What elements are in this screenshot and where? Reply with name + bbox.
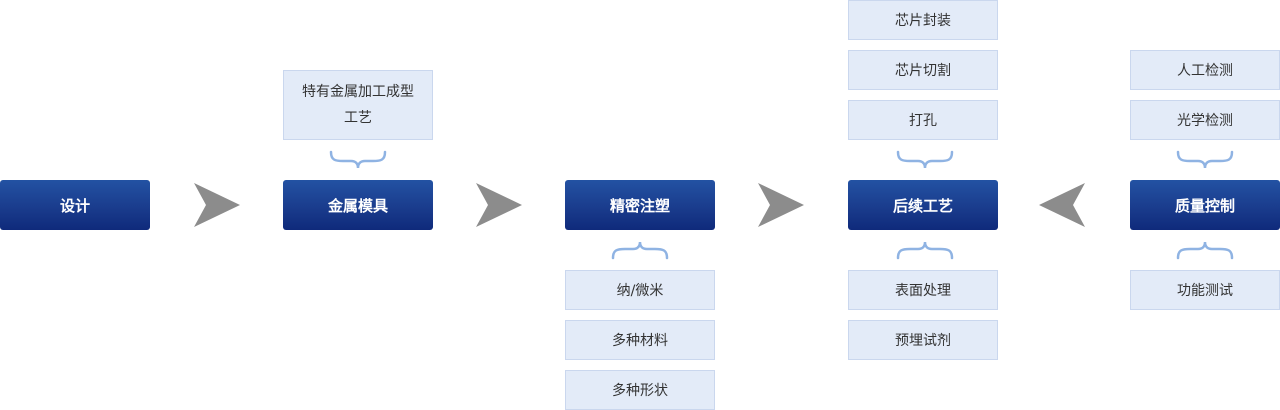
- quality-note: 功能测试: [1130, 270, 1280, 310]
- brace-up-icon: [611, 241, 669, 260]
- step-precision-molding: 精密注塑: [565, 180, 715, 230]
- mold-note: 特有金属加工成型工艺: [283, 70, 433, 140]
- step-quality-control: 质量控制: [1130, 180, 1280, 230]
- left-arrow-icon: [1039, 183, 1085, 227]
- post-note: 表面处理: [848, 270, 998, 310]
- quality-note: 人工检测: [1130, 50, 1280, 90]
- brace-up-icon: [896, 241, 954, 260]
- post-note: 预埋试剂: [848, 320, 998, 360]
- brace-down-icon: [1176, 150, 1234, 169]
- post-note: 芯片封装: [848, 0, 998, 40]
- brace-down-icon: [896, 150, 954, 169]
- molding-note: 多种材料: [565, 320, 715, 360]
- step-post-process: 后续工艺: [848, 180, 998, 230]
- post-note: 打孔: [848, 100, 998, 140]
- quality-note: 光学检测: [1130, 100, 1280, 140]
- molding-note: 多种形状: [565, 370, 715, 410]
- right-arrow-icon: [194, 183, 240, 227]
- step-metal-mold: 金属模具: [283, 180, 433, 230]
- molding-note: 纳/微米: [565, 270, 715, 310]
- right-arrow-icon: [758, 183, 804, 227]
- step-design: 设计: [0, 180, 150, 230]
- right-arrow-icon: [476, 183, 522, 227]
- post-note: 芯片切割: [848, 50, 998, 90]
- brace-down-icon: [329, 150, 387, 169]
- brace-up-icon: [1176, 241, 1234, 260]
